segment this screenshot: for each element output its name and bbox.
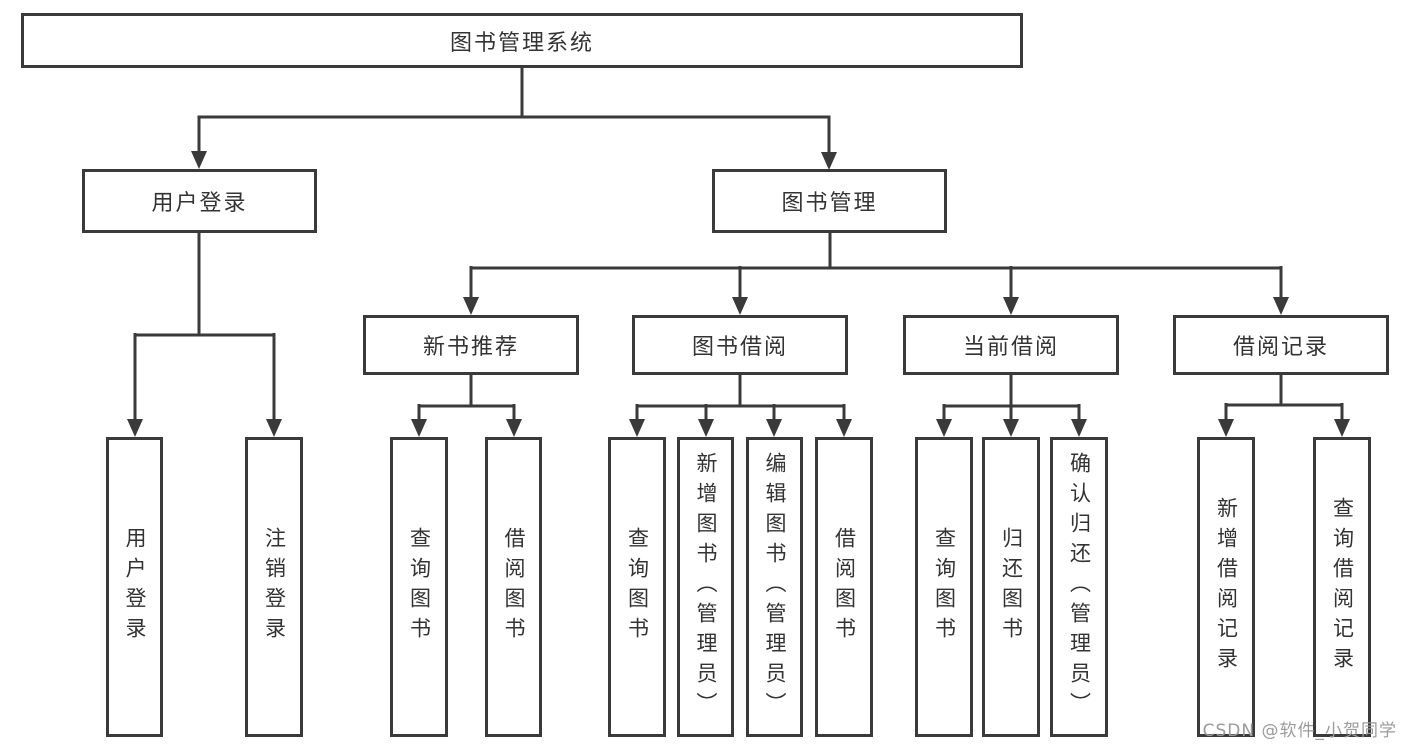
node-label: 查询借阅记录 xyxy=(1330,497,1355,677)
node-leaf-records-add-record: 新增借阅记录 xyxy=(1197,437,1255,737)
node-leaf-borrowing-edit-books: 编辑图书（管理员） xyxy=(746,437,803,737)
node-book-management: 图书管理 xyxy=(712,169,947,233)
node-label: 查询图书 xyxy=(407,527,432,647)
node-leaf-borrowing-add-books: 新增图书（管理员） xyxy=(677,437,734,737)
node-library-system: 图书管理系统 xyxy=(21,13,1023,68)
node-leaf-current-confirm-return: 确认归还（管理员） xyxy=(1050,437,1108,737)
node-label: 新增图书（管理员） xyxy=(694,452,718,722)
node-leaf-recommend-query-books: 查询图书 xyxy=(390,437,448,737)
node-leaf-current-query-books: 查询图书 xyxy=(915,437,973,737)
connector-records-to-leaves xyxy=(1224,375,1344,420)
node-borrowing-records: 借阅记录 xyxy=(1173,315,1389,375)
node-leaf-current-return-books: 归还图书 xyxy=(982,437,1040,737)
node-new-book-recommend: 新书推荐 xyxy=(363,315,579,375)
node-label: 查询图书 xyxy=(625,527,650,647)
connector-book-management-to-level2 xyxy=(469,232,1283,298)
node-label: 用户登录 xyxy=(123,527,147,647)
node-user-login: 用户登录 xyxy=(82,169,317,233)
connector-book-borrowing-to-leaves xyxy=(635,375,846,420)
node-leaf-recommend-borrow-books: 借阅图书 xyxy=(485,437,542,737)
watermark: CSDN @软件_小贺同学 xyxy=(1202,721,1397,741)
node-leaf-borrowing-query-books: 查询图书 xyxy=(608,437,666,737)
connector-new-book-to-leaves xyxy=(417,375,516,420)
connector-current-borrowing-to-leaves xyxy=(942,375,1081,420)
node-leaf-records-query-record: 查询借阅记录 xyxy=(1313,437,1371,737)
node-label: 归还图书 xyxy=(999,527,1024,647)
node-label: 借阅图书 xyxy=(832,527,857,647)
node-label: 确认归还（管理员） xyxy=(1067,452,1092,722)
connector-root-to-level1 xyxy=(197,68,831,153)
node-leaf-logout: 注销登录 xyxy=(245,437,303,737)
connector-user-login-to-leaves xyxy=(133,233,276,420)
node-book-borrowing: 图书借阅 xyxy=(632,315,848,375)
node-label: 查询图书 xyxy=(932,527,957,647)
node-leaf-borrowing-borrow-books: 借阅图书 xyxy=(815,437,873,737)
node-leaf-user-login: 用户登录 xyxy=(106,437,163,737)
arrowheads xyxy=(127,151,1350,437)
node-label: 新增借阅记录 xyxy=(1214,497,1239,677)
node-label: 注销登录 xyxy=(262,527,287,647)
node-label: 编辑图书（管理员） xyxy=(763,452,787,722)
node-label: 借阅图书 xyxy=(502,527,526,647)
node-current-borrowing: 当前借阅 xyxy=(903,315,1119,375)
